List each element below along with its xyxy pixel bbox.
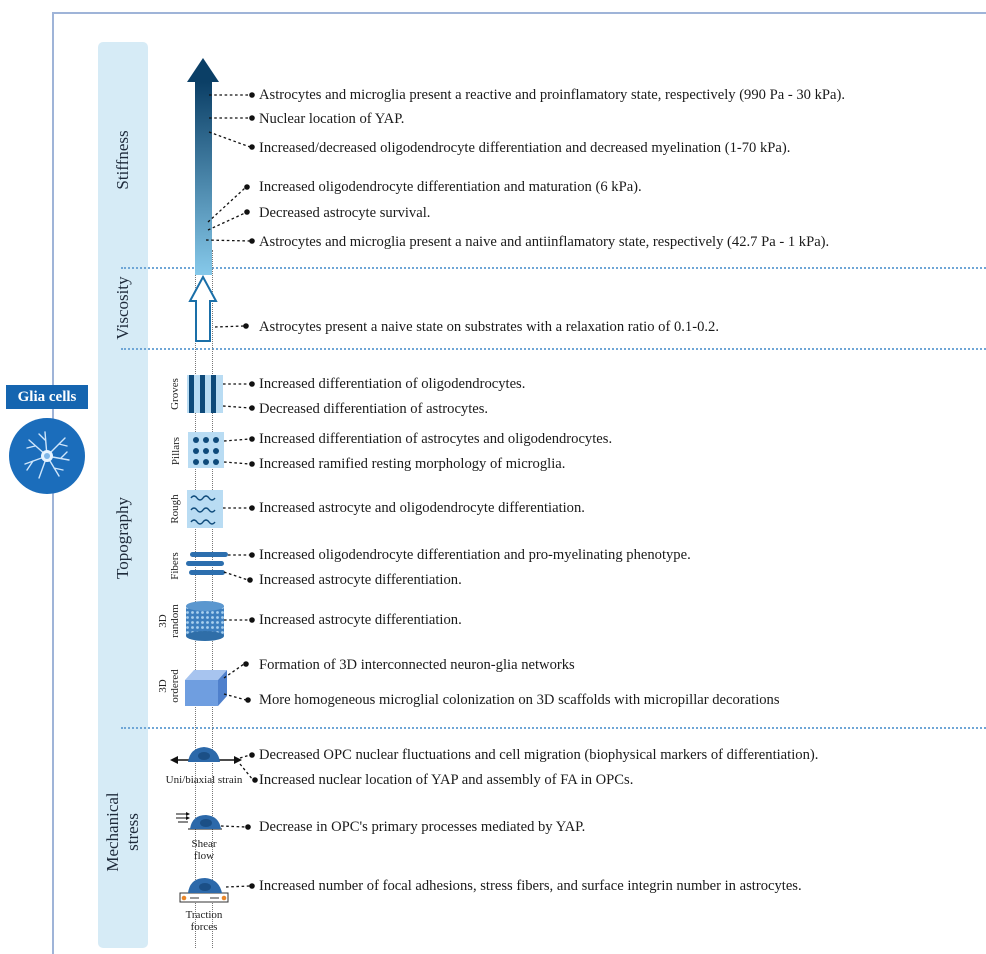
shear-statement: Decrease in OPC's primary processes medi… — [259, 819, 586, 835]
stiffness-statement-1: Astrocytes and microglia present a react… — [259, 87, 845, 103]
divider-viscosity-topography — [121, 348, 986, 350]
divider-topography-stress — [121, 727, 986, 729]
traction-statement: Increased number of focal adhesions, str… — [259, 878, 802, 894]
stiffness-statement-6: Astrocytes and microglia present a naive… — [259, 234, 830, 250]
traction-force-cell-icon — [179, 878, 229, 903]
ordered-3d-statement-1: Formation of 3D interconnected neuron-gl… — [259, 657, 575, 673]
groves-statement-2: Decreased differentiation of astrocytes. — [259, 401, 489, 417]
caption-shear: Shear flow — [191, 838, 217, 862]
caption-traction: Traction forces — [185, 909, 223, 933]
shear-flow-cell-icon — [176, 812, 222, 830]
rough-statement: Increased astrocyte and oligodendrocyte … — [259, 500, 585, 516]
dotted-column — [195, 250, 213, 948]
random-3d-scaffold-icon — [186, 601, 224, 641]
groves-statement-1: Increased differentiation of oligodendro… — [259, 376, 526, 392]
viscosity-hollow-arrow — [188, 274, 218, 342]
rough-surface-icon — [187, 490, 223, 528]
pillars-statement-1: Increased differentiation of astrocytes … — [259, 431, 613, 447]
ordered-3d-statement-2: More homogeneous microglial colonization… — [259, 692, 780, 708]
leader-lines — [205, 94, 254, 888]
glia-cell-icon — [9, 418, 85, 494]
stiffness-statement-2: Nuclear location of YAP. — [259, 111, 405, 127]
stiffness-statement-4: Increased oligodendrocyte differentiatio… — [259, 179, 642, 195]
groves-icon — [187, 375, 223, 413]
divider-stiffness-viscosity — [121, 267, 986, 269]
leader-dots — [243, 92, 258, 889]
fibers-statement-1: Increased oligodendrocyte differentiatio… — [259, 547, 691, 563]
ordered-3d-cube-icon — [185, 670, 227, 706]
caption-strain: Uni/biaxial strain — [165, 774, 243, 786]
strain-statement-2: Increased nuclear location of YAP and as… — [259, 772, 634, 788]
random-3d-statement: Increased astrocyte differentiation. — [259, 612, 462, 628]
stiffness-statement-3: Increased/decreased oligodendrocyte diff… — [259, 140, 791, 156]
stiffness-statement-5: Decreased astrocyte survival. — [259, 205, 431, 221]
fibers-icon — [186, 552, 228, 575]
frame-top-border — [52, 12, 986, 14]
strain-statement-1: Decreased OPC nuclear fluctuations and c… — [259, 747, 819, 763]
viscosity-statement: Astrocytes present a naive state on subs… — [259, 319, 719, 335]
glia-cells-badge: Glia cells — [6, 385, 88, 409]
pillars-icon — [188, 432, 224, 468]
stiffness-arrow-head — [187, 58, 219, 82]
strain-cell-icon — [170, 747, 242, 764]
fibers-statement-2: Increased astrocyte differentiation. — [259, 572, 462, 588]
pillars-statement-2: Increased ramified resting morphology of… — [259, 456, 566, 472]
stiffness-arrow-shaft — [195, 82, 212, 275]
section-label-band — [98, 42, 148, 948]
